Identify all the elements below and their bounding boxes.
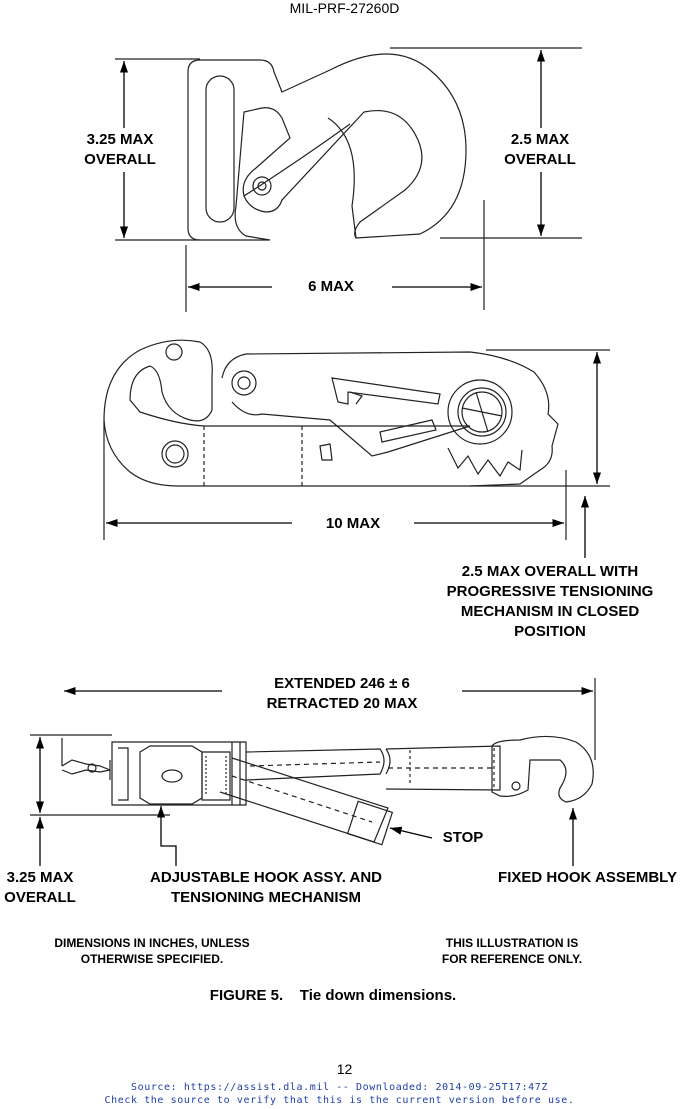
dimensions-note: DIMENSIONS IN INCHES, UNLESS OTHERWISE S… [54,936,250,966]
fig3-length-dimension-label: EXTENDED 246 ± 6 RETRACTED 20 MAX [266,675,418,712]
fig1-bottom-dimension-label: 6 MAX [308,278,354,295]
figure-caption: FIGURE 5. Tie down dimensions. [209,987,457,1004]
source-line-1: Source: https://assist.dla.mil -- Downlo… [130,1082,549,1093]
stop-leader-arrow [390,826,432,838]
adjustable-leader-arrow [156,806,176,866]
document-id-header: MIL-PRF-27260D [289,0,400,16]
reference-note: THIS ILLUSTRATION IS FOR REFERENCE ONLY. [441,936,583,966]
fig2-bottom-dimension-label: 10 MAX [325,515,381,532]
fig2-closed-position-note: 2.5 MAX OVERALL WITH PROGRESSIVE TENSION… [446,563,654,640]
adjustable-hook-label: ADJUSTABLE HOOK ASSY. AND TENSIONING MEC… [150,869,382,906]
tie-down-assembly-drawing [30,678,595,845]
ratchet-assembly-drawing [104,340,610,540]
fig3-left-dimension-label: 3.25 MAX OVERALL [4,869,76,906]
source-line-2: Check the source to verify that this is … [104,1095,575,1106]
fixed-hook-label: FIXED HOOK ASSEMBLY [498,869,677,886]
snap-hook-drawing [115,48,582,312]
fig1-right-dimension-label: 2.5 MAX OVERALL [504,131,576,168]
page-number: 12 [336,1061,353,1077]
stop-label: STOP [442,829,484,846]
fig1-left-dimension-label: 3.25 MAX OVERALL [84,131,156,168]
